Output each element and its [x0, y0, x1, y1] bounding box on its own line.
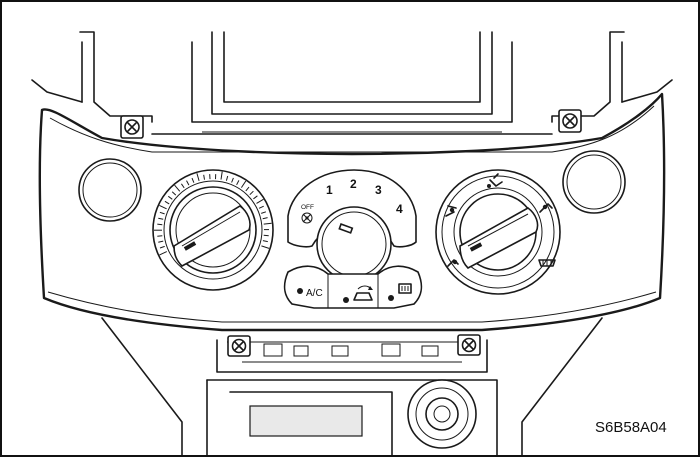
temperature-tick — [168, 195, 173, 200]
temperature-tick — [159, 211, 165, 215]
temperature-tick — [262, 240, 268, 243]
lower-connector-details — [242, 343, 462, 363]
temperature-tick — [249, 190, 254, 196]
fan-speed-control[interactable]: 1 2 3 4 OFF — [287, 169, 417, 282]
bi-level-icon — [487, 173, 503, 188]
button-strip — [283, 265, 423, 309]
temperature-tick — [262, 217, 268, 220]
temperature-tick — [191, 177, 195, 183]
temperature-tick — [196, 173, 200, 182]
right-round-vent — [562, 150, 626, 214]
mode-selector-knob[interactable] — [435, 169, 561, 295]
temperature-tick — [186, 180, 190, 186]
temperature-tick — [158, 240, 164, 243]
temperature-tick — [220, 171, 223, 180]
fan-speed-3: 3 — [375, 183, 382, 197]
temperature-tick — [164, 200, 170, 205]
fan-speed-2: 2 — [350, 177, 357, 191]
fan-off-label: OFF — [301, 204, 314, 211]
temperature-tick — [231, 177, 234, 183]
temperature-tick — [203, 174, 205, 180]
temperature-tick — [180, 183, 185, 189]
temperature-tick — [174, 184, 181, 192]
lower-console — [101, 317, 603, 455]
rear-defog-icon — [398, 283, 412, 294]
ac-label: A/C — [306, 288, 323, 299]
ac-button[interactable]: A/C — [297, 288, 323, 299]
floor-icon — [539, 203, 553, 213]
cigarette-lighter-icon — [407, 379, 477, 449]
temperature-tick — [258, 205, 264, 209]
control-panel-bezel — [38, 92, 666, 332]
temperature-tick — [240, 180, 247, 188]
temperature-tick — [256, 198, 264, 204]
temperature-tick — [158, 217, 164, 220]
lower-right-screw — [457, 334, 481, 356]
temperature-tick — [263, 234, 269, 237]
temperature-tick — [171, 191, 177, 196]
figure-code: S6B58A04 — [595, 419, 667, 436]
fan-speed-4: 4 — [396, 202, 403, 216]
temperature-tick — [261, 211, 267, 214]
temperature-tick — [245, 186, 250, 192]
floor-defrost-icon — [447, 259, 459, 267]
left-round-vent — [78, 158, 142, 222]
temperature-tick — [159, 251, 168, 256]
fan-icon — [301, 212, 313, 224]
upper-right-screw — [558, 109, 582, 133]
face-vent-icon — [445, 205, 457, 217]
upper-left-screw — [120, 115, 144, 139]
temperature-tick — [261, 245, 270, 249]
temperature-tick — [159, 204, 167, 210]
fan-speed-1: 1 — [326, 183, 333, 197]
rear-defog-button[interactable] — [388, 283, 412, 301]
temperature-tick — [253, 195, 258, 200]
temperature-tick — [157, 223, 163, 226]
temperature-tick — [236, 180, 240, 186]
temperature-scale — [154, 171, 272, 256]
lower-left-screw — [227, 335, 251, 357]
temperature-tick — [263, 222, 272, 225]
temperature-tick — [159, 245, 165, 249]
recirculation-button[interactable] — [343, 285, 373, 303]
upper-dashboard — [31, 31, 673, 135]
defrost-icon — [538, 259, 556, 267]
temperature-tick — [225, 175, 229, 181]
temperature-tick — [157, 235, 163, 237]
recirculation-icon — [353, 285, 373, 301]
temperature-knob[interactable] — [152, 169, 274, 291]
